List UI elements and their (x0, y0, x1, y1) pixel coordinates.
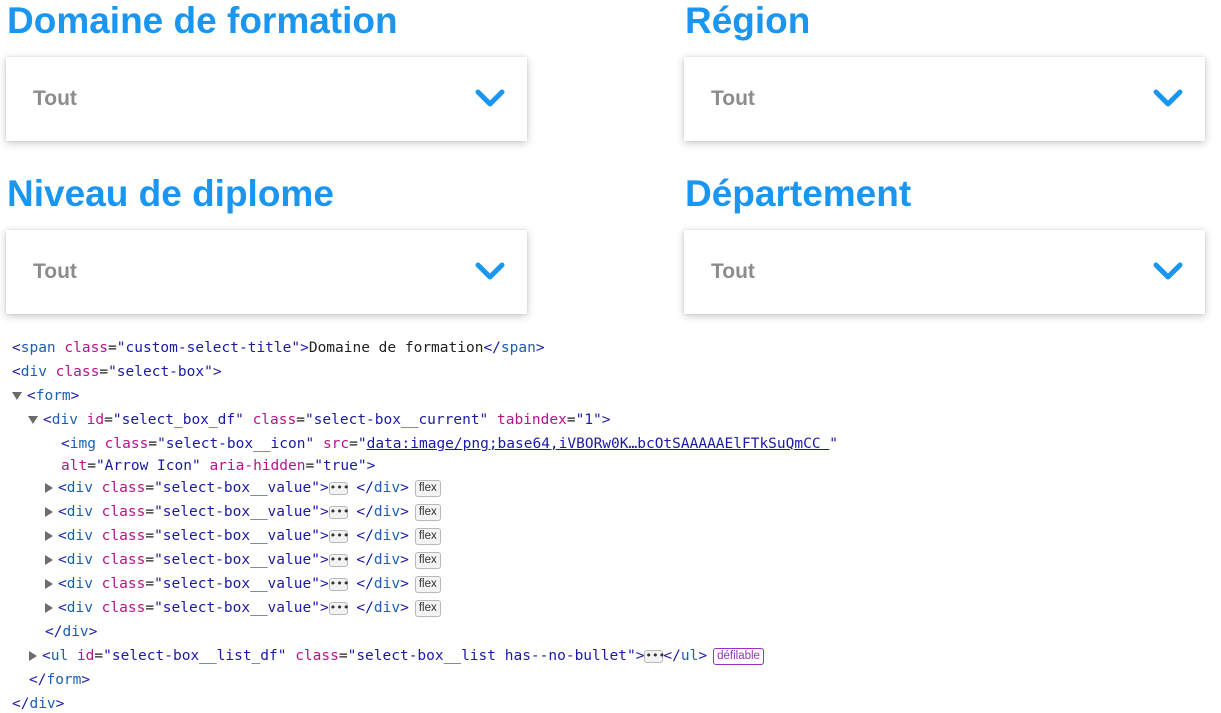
flex-badge[interactable]: flex (414, 479, 441, 497)
chevron-down-icon (475, 89, 505, 107)
scrollable-badge[interactable]: défilable (713, 647, 764, 665)
filter-title-domaine: Domaine de formation (7, 0, 398, 41)
select-value: Tout (33, 260, 77, 283)
expand-toggle-icon[interactable] (45, 555, 53, 565)
dom-node-value[interactable]: <div class="select-box__value">••• </div… (45, 476, 441, 500)
expand-toggle-icon[interactable] (28, 416, 38, 424)
dom-node-span-title[interactable]: <span class="custom-select-title">Domain… (12, 340, 545, 356)
select-value: Tout (711, 87, 755, 110)
expand-toggle-icon[interactable] (45, 531, 53, 541)
devtools-dom-tree: <span class="custom-select-title">Domain… (0, 336, 1221, 713)
select-region[interactable]: Tout (684, 57, 1205, 141)
dom-node-value[interactable]: <div class="select-box__value">••• </div… (45, 524, 441, 548)
expand-toggle-icon[interactable] (29, 651, 37, 661)
dom-node-value[interactable]: <div class="select-box__value">••• </div… (45, 548, 441, 572)
collapsed-content-icon[interactable]: ••• (328, 576, 350, 591)
select-domaine[interactable]: Tout (6, 57, 527, 141)
dom-node-img-icon[interactable]: <img class="select-box__icon" src="data:… (61, 436, 839, 452)
flex-badge[interactable]: flex (414, 503, 441, 521)
src-link[interactable]: data:image/png;base64,iVBORw0K…bcOtSAAAA… (366, 436, 830, 452)
dom-node-div-select-box[interactable]: <div class="select-box"> (12, 364, 222, 380)
collapsed-content-icon[interactable]: ••• (328, 504, 350, 519)
flex-badge[interactable]: flex (414, 551, 441, 569)
dom-node-form-close: </form> (29, 672, 91, 688)
flex-badge[interactable]: flex (414, 599, 441, 617)
dom-node-ul-list[interactable]: <ul id="select-box__list_df" class="sele… (29, 644, 764, 668)
select-value: Tout (33, 87, 77, 110)
select-value: Tout (711, 260, 755, 283)
filter-title-region: Région (685, 0, 811, 41)
collapsed-content-icon[interactable]: ••• (328, 480, 350, 495)
dom-node-form[interactable]: <form> (12, 384, 79, 408)
collapsed-content-icon[interactable]: ••• (328, 600, 350, 615)
dom-node-img-attrs: alt="Arrow Icon" aria-hidden="true"> (61, 458, 376, 474)
select-niveau[interactable]: Tout (6, 230, 527, 314)
dom-node-div-current[interactable]: <div id="select_box_df" class="select-bo… (28, 408, 611, 432)
collapsed-content-icon[interactable]: ••• (644, 648, 666, 663)
filter-title-departement: Département (685, 173, 912, 214)
dom-node-div-close-outer: </div> (12, 696, 65, 712)
expand-toggle-icon[interactable] (12, 392, 22, 400)
select-departement[interactable]: Tout (684, 230, 1205, 314)
chevron-down-icon (1153, 262, 1183, 280)
chevron-down-icon (475, 262, 505, 280)
collapsed-content-icon[interactable]: ••• (328, 528, 350, 543)
expand-toggle-icon[interactable] (45, 507, 53, 517)
expand-toggle-icon[interactable] (45, 603, 53, 613)
expand-toggle-icon[interactable] (45, 579, 53, 589)
dom-node-value[interactable]: <div class="select-box__value">••• </div… (45, 500, 441, 524)
dom-node-value[interactable]: <div class="select-box__value">••• </div… (45, 596, 441, 620)
flex-badge[interactable]: flex (414, 527, 441, 545)
chevron-down-icon (1153, 89, 1183, 107)
dom-node-value[interactable]: <div class="select-box__value">••• </div… (45, 572, 441, 596)
flex-badge[interactable]: flex (414, 575, 441, 593)
filter-title-niveau: Niveau de diplome (7, 173, 334, 214)
collapsed-content-icon[interactable]: ••• (328, 552, 350, 567)
expand-toggle-icon[interactable] (45, 483, 53, 493)
dom-node-div-close: </div> (45, 624, 98, 640)
